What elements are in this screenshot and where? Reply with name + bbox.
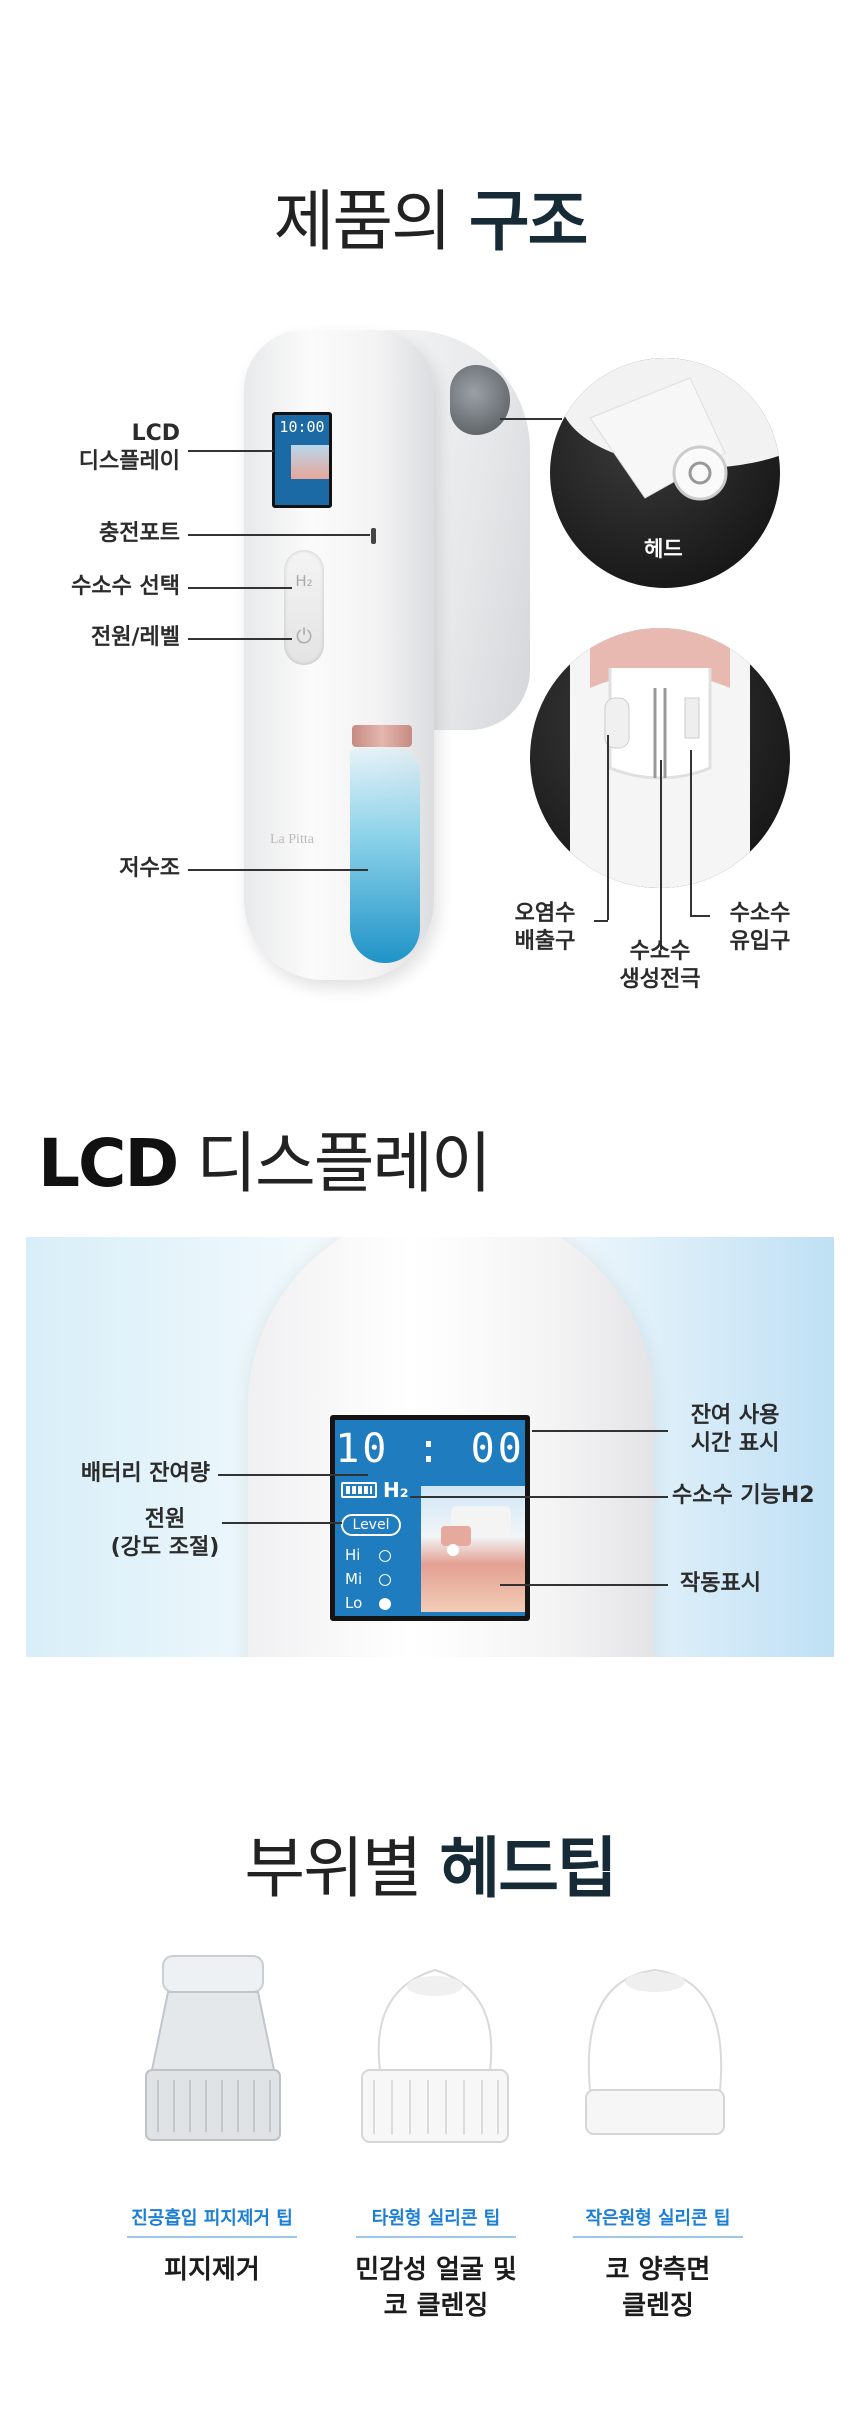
device-lcd-image xyxy=(291,445,329,479)
label-charge-port: 충전포트 xyxy=(99,521,180,546)
lcd-level-hi: Hi xyxy=(345,1546,361,1564)
tip2-title-line2: 코 클렌징 xyxy=(383,2291,489,2321)
tip1-subtitle-underline xyxy=(127,2236,297,2238)
label-lcd-line2: 디스플레이 xyxy=(78,449,180,474)
leader-reservoir xyxy=(188,869,368,871)
lcd-dot-lo xyxy=(379,1598,391,1610)
leader-head xyxy=(500,418,562,420)
leader-inlet-h xyxy=(690,915,710,917)
tip3-title-line2: 클렌징 xyxy=(622,2291,694,2321)
inner-detail-art xyxy=(570,628,750,888)
leader-electrode xyxy=(660,760,662,950)
small-round-tip-image xyxy=(585,1968,725,2135)
label-power-line2: (강도 조절) xyxy=(110,1535,220,1560)
label-power: 전원 (강도 조절) xyxy=(90,1506,240,1562)
lcd-operation-art xyxy=(441,1506,511,1556)
label-battery: 배터리 잔여량 xyxy=(80,1461,210,1486)
hydrogen-icon: H₂ xyxy=(295,572,313,590)
device-water-tank xyxy=(350,748,420,963)
leader-hydrogen-func xyxy=(410,1496,668,1498)
section1-title: 제품의 구조 xyxy=(0,168,860,264)
lcd-level: Level xyxy=(341,1514,401,1536)
oval-tip-image xyxy=(361,1968,509,2143)
tip3-title: 코 양측면 클렌징 xyxy=(548,2252,768,2324)
section2-title-light: 디스플레이 xyxy=(177,1125,492,1202)
lcd-time: 10 : 00 xyxy=(335,1426,525,1472)
device-rose-ring xyxy=(352,725,412,747)
label-outlet-line1: 오염수 xyxy=(514,901,576,926)
label-remaining-line2: 시간 표시 xyxy=(690,1431,780,1456)
label-inlet-line2: 유입구 xyxy=(729,929,791,954)
label-inlet-line1: 수소수 xyxy=(729,901,791,926)
head-detail-art xyxy=(560,358,780,501)
device-button-panel: H₂ ⏻ xyxy=(284,550,324,665)
lcd-level-lo: Lo xyxy=(345,1594,363,1612)
label-operation: 작동표시 xyxy=(680,1571,761,1596)
device-lcd-time: 10:00 xyxy=(279,418,325,436)
lcd-h2: H₂ xyxy=(383,1478,409,1502)
leader-remaining xyxy=(532,1430,668,1432)
leader-power xyxy=(222,1522,342,1524)
leader-lcd xyxy=(188,450,274,452)
label-lcd: LCD 디스플레이 xyxy=(40,420,180,476)
leader-inlet xyxy=(690,750,692,915)
lcd-dot-hi xyxy=(379,1550,391,1562)
tip3-subtitle-underline xyxy=(573,2236,743,2238)
section2-title-bold: LCD xyxy=(38,1125,179,1202)
tip3-title-line1: 코 양측면 xyxy=(605,2255,711,2285)
tip3-subtitle: 작은원형 실리콘 팁 xyxy=(585,2208,731,2229)
label-hydrogen-func: 수소수 기능H2 xyxy=(672,1483,815,1508)
vacuum-tip-image xyxy=(145,1955,281,2141)
lcd-operation-image xyxy=(421,1486,525,1612)
leader-charge-port xyxy=(188,534,370,536)
label-reservoir: 저수조 xyxy=(119,856,180,881)
label-power-line1: 전원 xyxy=(144,1507,186,1532)
label-electrode-line1: 수소수 xyxy=(629,939,691,964)
label-remaining-line1: 잔여 사용 xyxy=(690,1403,780,1428)
leader-hydrogen-select xyxy=(188,587,292,589)
power-icon: ⏻ xyxy=(296,624,312,648)
lcd-screen: 10 : 00 H₂ Level Hi Mi Lo xyxy=(330,1415,530,1621)
label-power-level: 전원/레벨 xyxy=(91,625,180,650)
head-detail-circle: 헤드 xyxy=(550,358,780,588)
tip1-title: 피지제거 xyxy=(102,2252,322,2288)
label-hydrogen-select: 수소수 선택 xyxy=(71,574,180,599)
label-inlet: 수소수 유입구 xyxy=(715,900,805,956)
tip2-subtitle: 타원형 실리콘 팁 xyxy=(371,2208,501,2229)
leader-outlet xyxy=(607,735,609,920)
device-lcd-small: 10:00 xyxy=(272,412,332,508)
leader-operation xyxy=(500,1584,668,1586)
leader-battery xyxy=(218,1474,368,1476)
head-label: 헤드 xyxy=(644,537,683,561)
section1-title-bold: 구조 xyxy=(468,183,588,260)
tip2-subtitle-underline xyxy=(356,2236,516,2238)
leader-outlet-h xyxy=(594,920,608,922)
tip2-title: 민감성 얼굴 및 코 클렌징 xyxy=(326,2252,546,2324)
leader-power-level xyxy=(188,638,292,640)
label-electrode: 수소수 생성전극 xyxy=(605,938,715,994)
label-electrode-line2: 생성전극 xyxy=(619,967,701,992)
label-outlet: 오염수 배출구 xyxy=(500,900,590,956)
section3-title-bold: 헤드팁 xyxy=(439,1830,617,1907)
label-outlet-line2: 배출구 xyxy=(514,929,576,954)
battery-icon xyxy=(341,1482,377,1498)
device-brand: La Pitta xyxy=(270,832,314,847)
tip2-title-line1: 민감성 얼굴 및 xyxy=(355,2255,517,2285)
lcd-dot-mi xyxy=(379,1574,391,1586)
section2-title: LCD 디스플레이 xyxy=(38,1110,492,1206)
section3-title: 부위별 헤드팁 xyxy=(0,1815,860,1911)
lcd-level-mi: Mi xyxy=(345,1570,363,1588)
tip1-title-line1: 피지제거 xyxy=(164,2255,260,2285)
charge-port xyxy=(371,528,376,544)
tip1-subtitle: 진공흡입 피지제거 팁 xyxy=(131,2208,293,2229)
section3-title-light: 부위별 xyxy=(244,1830,440,1907)
device-head-tip xyxy=(450,365,510,435)
label-remaining: 잔여 사용 시간 표시 xyxy=(660,1402,810,1458)
label-lcd-line1: LCD xyxy=(131,421,180,446)
section1-title-light: 제품의 xyxy=(273,183,469,260)
